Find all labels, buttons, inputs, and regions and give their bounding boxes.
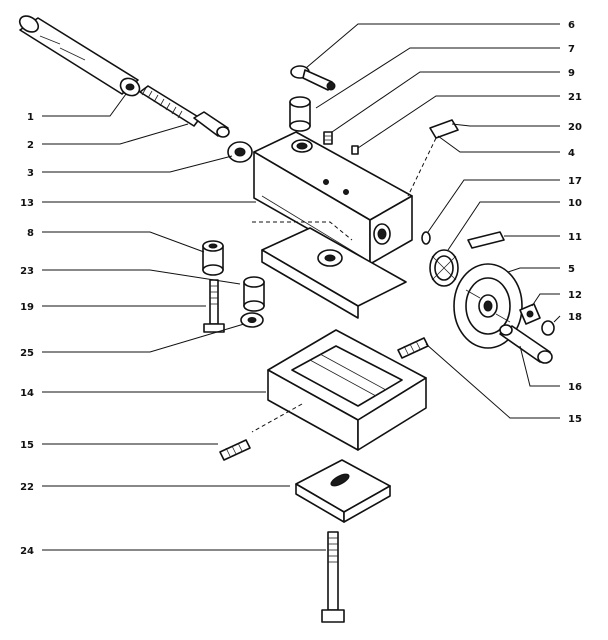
part-20-key bbox=[429, 119, 459, 139]
label-part-18: 18 bbox=[568, 312, 582, 323]
label-part-14: 14 bbox=[20, 388, 34, 399]
part-13-dovetail-base bbox=[252, 221, 407, 319]
label-part-10: 10 bbox=[568, 198, 582, 209]
leader-5 bbox=[507, 267, 560, 273]
leader-23 bbox=[42, 269, 241, 285]
leader-7 bbox=[315, 47, 560, 109]
part-1-handle-tube bbox=[18, 15, 141, 97]
label-part-22: 22 bbox=[20, 482, 34, 493]
label-part-11: 11 bbox=[568, 232, 582, 243]
part-labels: 1 2 3 13 8 23 19 25 14 15 22 24 6 7 9 21… bbox=[20, 20, 582, 557]
part-2-lead-screw bbox=[139, 85, 230, 138]
part-18-screw bbox=[541, 320, 555, 336]
leader-21 bbox=[357, 95, 560, 149]
leader-2 bbox=[42, 123, 189, 145]
label-part-9: 9 bbox=[568, 68, 575, 79]
part-13-slide-block bbox=[253, 131, 413, 265]
label-part-15-right: 15 bbox=[568, 414, 582, 425]
label-part-20: 20 bbox=[568, 122, 582, 133]
label-part-25: 25 bbox=[20, 348, 34, 359]
leader-3 bbox=[42, 155, 233, 173]
part-15-screw-right bbox=[397, 337, 429, 359]
part-25-washer bbox=[240, 312, 264, 328]
leader-16 bbox=[519, 345, 560, 387]
leader-20 bbox=[451, 123, 560, 127]
leader-25 bbox=[42, 323, 245, 353]
leader-12 bbox=[531, 293, 560, 307]
part-16-handle-knob bbox=[499, 324, 553, 364]
part-6-clamp-lever bbox=[290, 65, 336, 91]
leader-18 bbox=[553, 315, 561, 323]
leader-lines bbox=[42, 23, 561, 551]
part-23-sleeve bbox=[243, 276, 265, 312]
part-7-clamp-stud bbox=[289, 96, 311, 132]
label-part-17: 17 bbox=[568, 176, 582, 187]
part-11-clip bbox=[467, 231, 505, 249]
label-part-19: 19 bbox=[20, 302, 34, 313]
part-19-bolt bbox=[203, 279, 225, 333]
part-9-small-screw bbox=[323, 131, 333, 145]
leader-15-right bbox=[425, 343, 560, 419]
leader-9 bbox=[331, 71, 560, 133]
label-part-15-left: 15 bbox=[20, 440, 34, 451]
part-12-nut bbox=[519, 303, 541, 325]
leader-6 bbox=[305, 23, 560, 69]
label-part-13: 13 bbox=[20, 198, 34, 209]
part-4-guide-line bbox=[407, 137, 437, 197]
label-part-23: 23 bbox=[20, 266, 34, 277]
label-part-24: 24 bbox=[20, 546, 34, 557]
leader-4 bbox=[437, 135, 560, 153]
label-part-5: 5 bbox=[568, 264, 575, 275]
part-14-base-frame bbox=[251, 329, 427, 451]
label-part-16: 16 bbox=[568, 382, 582, 393]
part-17-pin bbox=[421, 231, 431, 245]
leader-1 bbox=[42, 93, 127, 117]
part-22-t-nut bbox=[295, 459, 391, 523]
leader-17 bbox=[427, 179, 560, 233]
part-10-pinion-gear bbox=[429, 249, 459, 287]
label-part-2: 2 bbox=[27, 140, 34, 151]
part-8-bushing bbox=[202, 240, 224, 276]
label-part-21: 21 bbox=[568, 92, 582, 103]
label-part-1: 1 bbox=[27, 112, 34, 123]
label-part-6: 6 bbox=[568, 20, 575, 31]
part-21-set-screw bbox=[351, 145, 359, 155]
label-part-8: 8 bbox=[27, 228, 34, 239]
part-15-screw-left bbox=[219, 439, 251, 461]
part-24-long-bolt bbox=[321, 531, 345, 623]
leader-8 bbox=[42, 231, 205, 253]
leader-10 bbox=[447, 201, 560, 251]
label-part-12: 12 bbox=[568, 290, 582, 301]
label-part-3: 3 bbox=[27, 168, 34, 179]
label-part-7: 7 bbox=[568, 44, 575, 55]
label-part-4: 4 bbox=[568, 148, 575, 159]
part-3-collar bbox=[227, 141, 253, 163]
